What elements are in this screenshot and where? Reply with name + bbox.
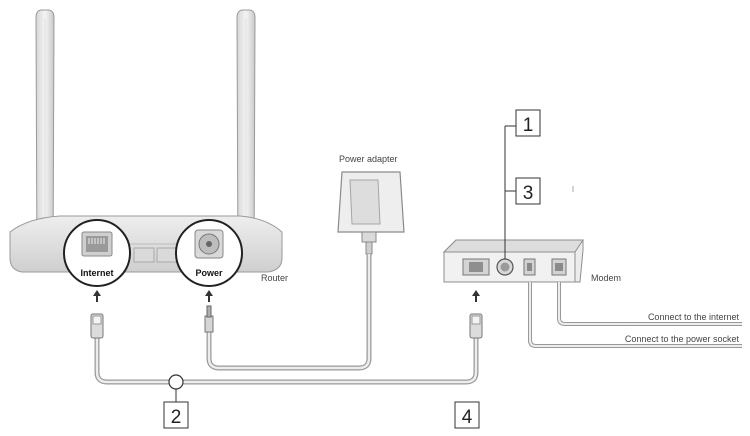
dc-jack-icon [194, 229, 224, 259]
modem-label: Modem [591, 273, 621, 283]
step-1-box: 1 [515, 109, 541, 137]
step-2-marker [168, 374, 184, 390]
step-3-number: 3 [523, 183, 534, 204]
power-port: Power [175, 219, 243, 287]
modem-dsl-port-icon [551, 258, 567, 276]
step-2-number: 2 [171, 407, 182, 428]
router: Internet Power Router [9, 9, 288, 287]
power-adapter-label: Power adapter [339, 154, 398, 164]
ethernet-cable [94, 338, 479, 385]
dc-plug-icon [204, 305, 214, 333]
step-4-box: 4 [454, 401, 480, 429]
step-4-number: 4 [462, 407, 473, 428]
step-1-number: 1 [523, 115, 534, 136]
router-label: Router [261, 273, 288, 283]
modem: Modem [442, 239, 621, 283]
modem-power-button-icon [496, 258, 514, 276]
power-adapter: Power adapter [337, 154, 405, 255]
internet-port: Internet [63, 219, 131, 287]
internet-port-label: Internet [80, 268, 113, 278]
ethernet-port-icon [81, 231, 113, 257]
connect-power-socket-label: Connect to the power socket [625, 334, 740, 344]
step-2-box: 2 [163, 401, 189, 429]
rj45-plug-icon [469, 313, 483, 339]
step-3-box: 3 [515, 177, 541, 205]
connect-internet-label: Connect to the internet [648, 312, 740, 322]
rj45-plug-icon [90, 313, 104, 339]
power-port-label: Power [195, 268, 223, 278]
arrow-up-icon [205, 290, 213, 302]
power-cable [206, 254, 372, 371]
modem-internet-cable [557, 282, 742, 326]
arrow-up-icon [472, 290, 480, 302]
modem-power-cable [528, 282, 742, 348]
arrow-up-icon [93, 290, 101, 302]
router-antenna-right [236, 9, 256, 273]
modem-ethernet-port-icon [462, 258, 490, 276]
modem-dc-port-icon [523, 258, 536, 276]
